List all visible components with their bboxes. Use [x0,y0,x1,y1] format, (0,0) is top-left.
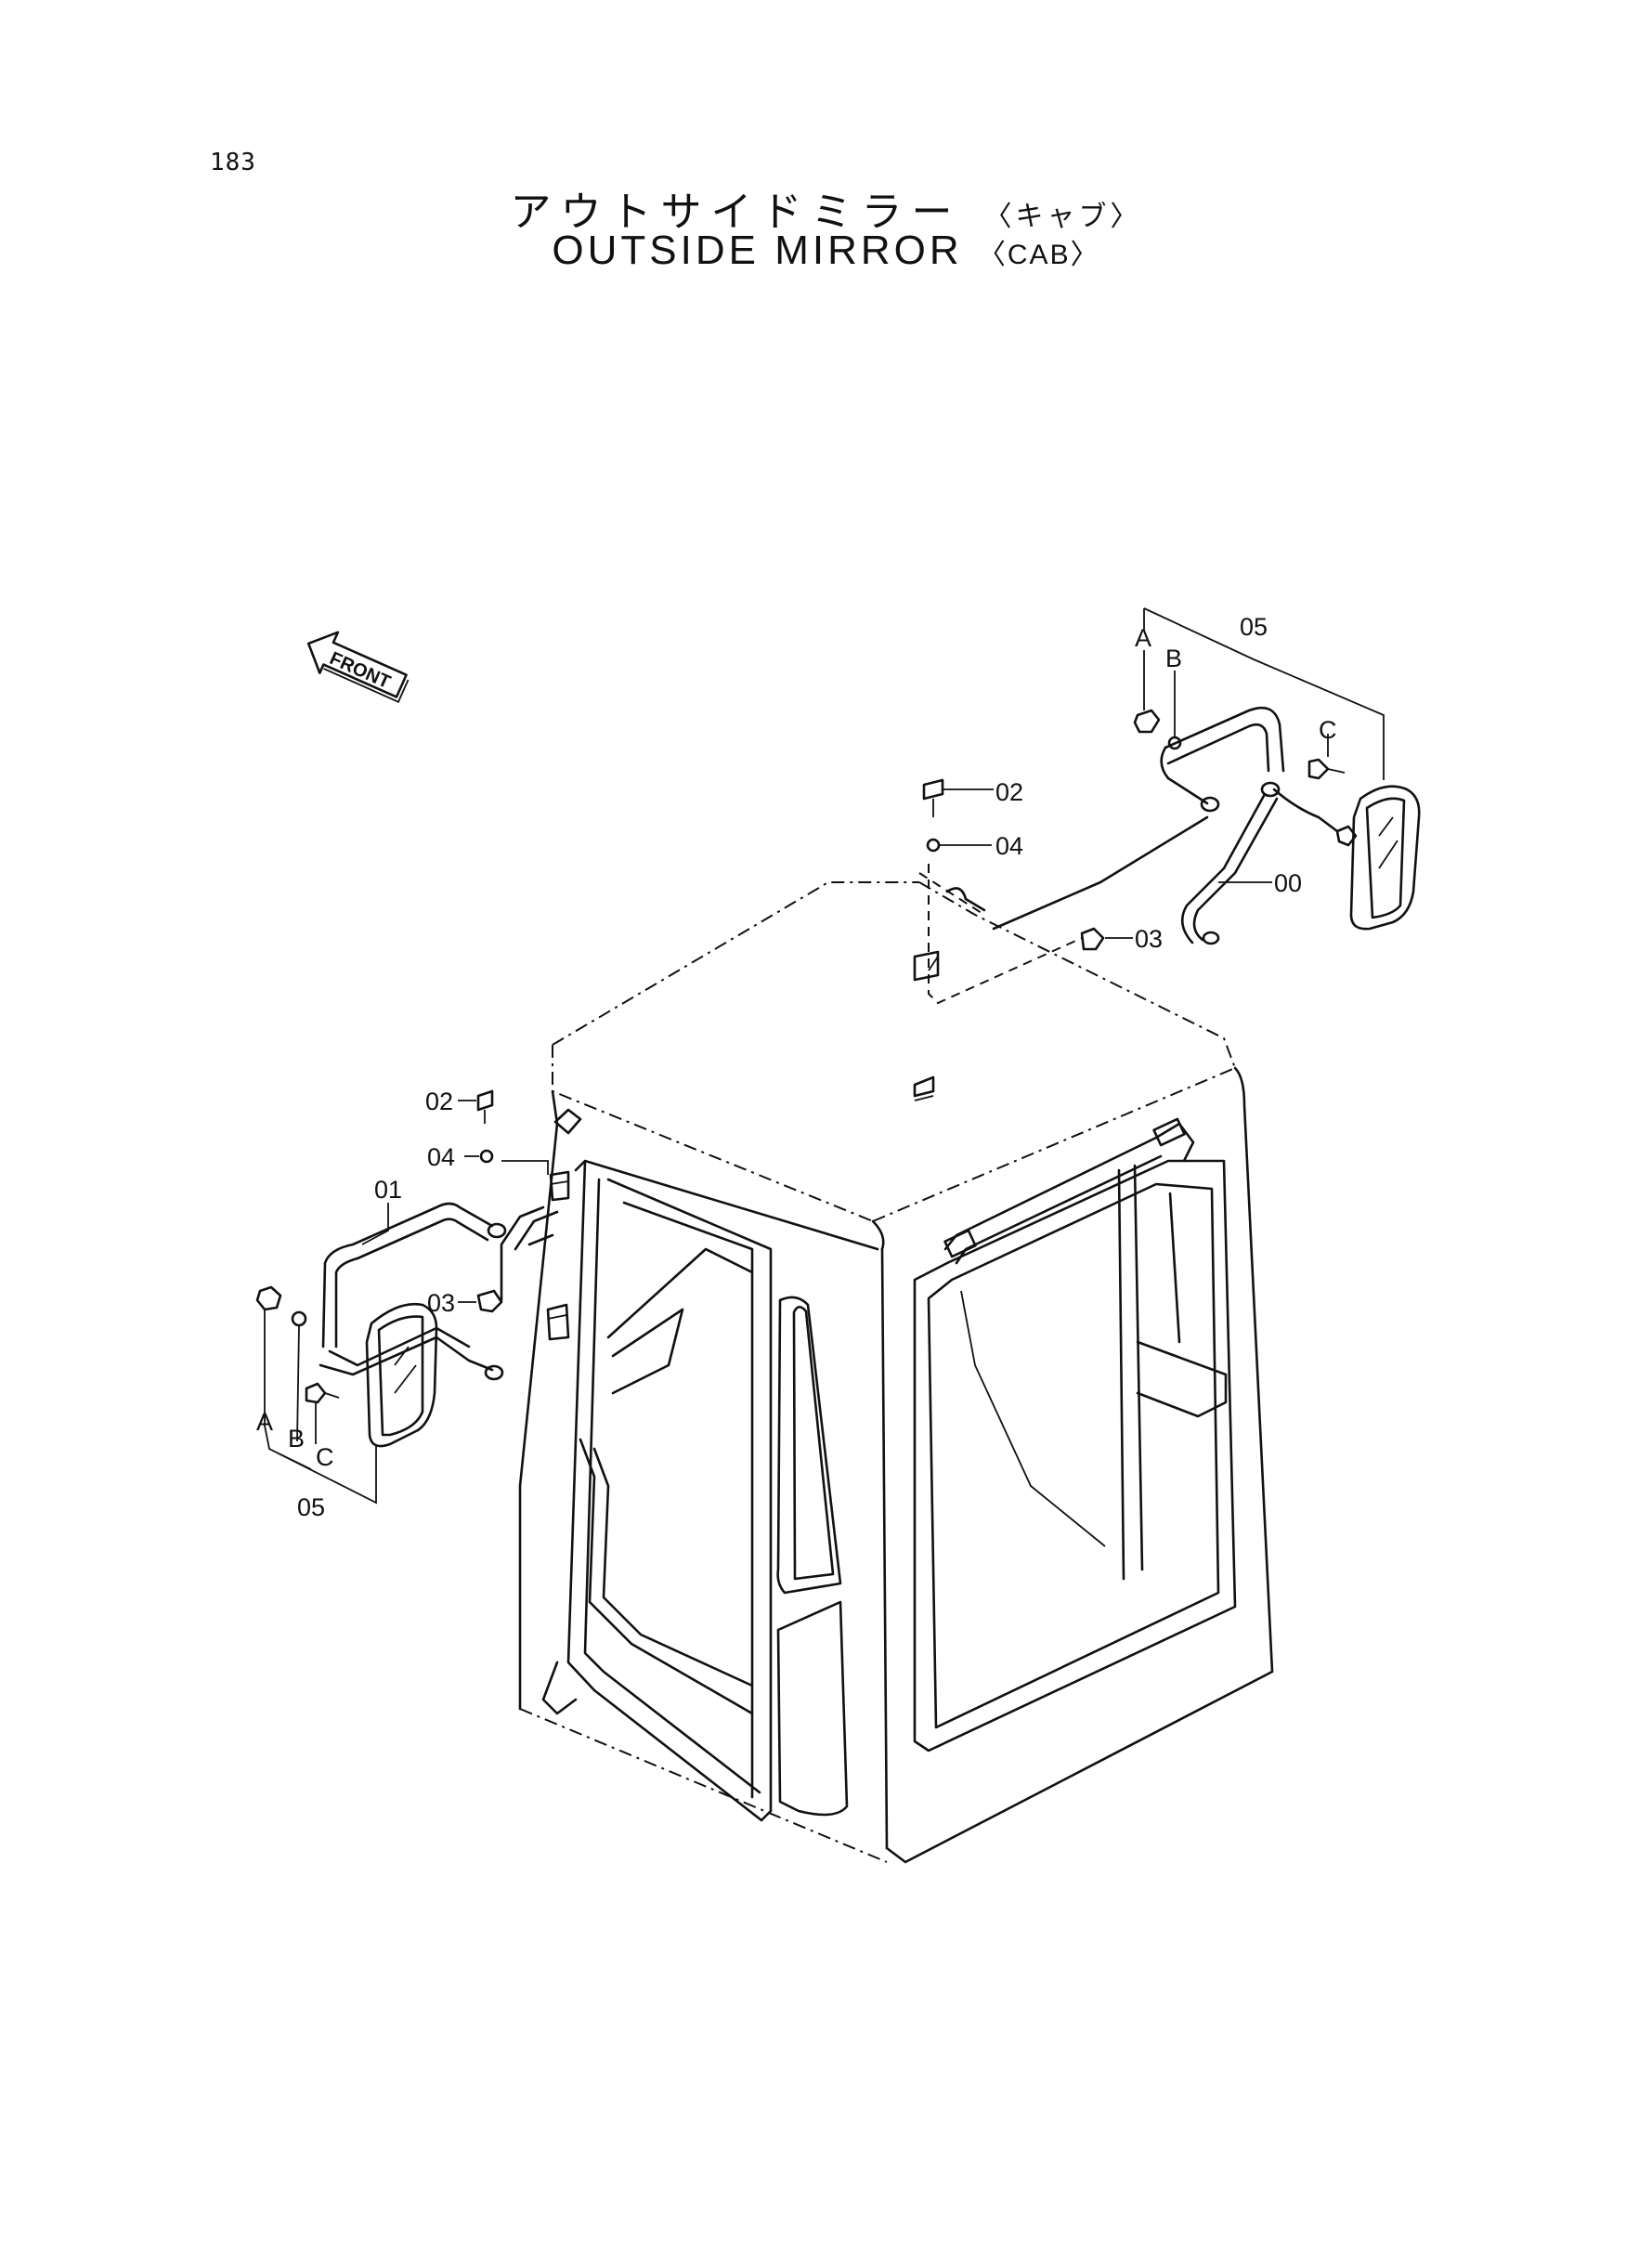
title-en-main: OUTSIDE MIRROR [552,228,963,273]
callout-b-left: B [288,1425,305,1453]
roof-bracket-right [913,778,1209,1101]
callout-03-left: 03 [427,1289,455,1317]
title-jp-main: アウトサイドミラー [510,189,962,236]
callout-a-left: A [256,1408,273,1436]
callout-c-right: C [1319,716,1337,744]
title-jp-sub: 〈キャブ〉 [983,201,1142,233]
page-title-jp: アウトサイドミラー 〈キャブ〉 [0,178,1652,238]
callout-00: 00 [1274,869,1302,897]
callout-labels: 05 A B C 02 04 03 00 02 04 01 03 A B C 0… [256,613,1337,1521]
front-arrow: FRONT [306,631,410,703]
right-mirror-assembly [1133,706,1421,945]
callout-b-right: B [1165,645,1182,672]
callout-05-left: 05 [297,1493,325,1521]
callout-05-right: 05 [1240,613,1268,641]
callout-leaders [264,607,1385,1505]
left-mirror-assembly [255,1089,570,1448]
page-number: 183 [210,149,256,176]
title-en-sub: 〈CAB〉 [977,240,1100,270]
callout-02-left: 02 [425,1088,453,1115]
callout-04-left: 04 [427,1143,455,1171]
callout-02-right: 02 [995,778,1023,806]
cab-body [518,881,1274,1864]
callout-03-right: 03 [1135,925,1163,953]
callout-01: 01 [374,1176,402,1204]
callout-c-left: C [316,1443,334,1471]
callout-a-right: A [1135,624,1151,652]
page-title-en: OUTSIDE MIRROR 〈CAB〉 [0,228,1652,274]
callout-04-right: 04 [995,832,1023,860]
